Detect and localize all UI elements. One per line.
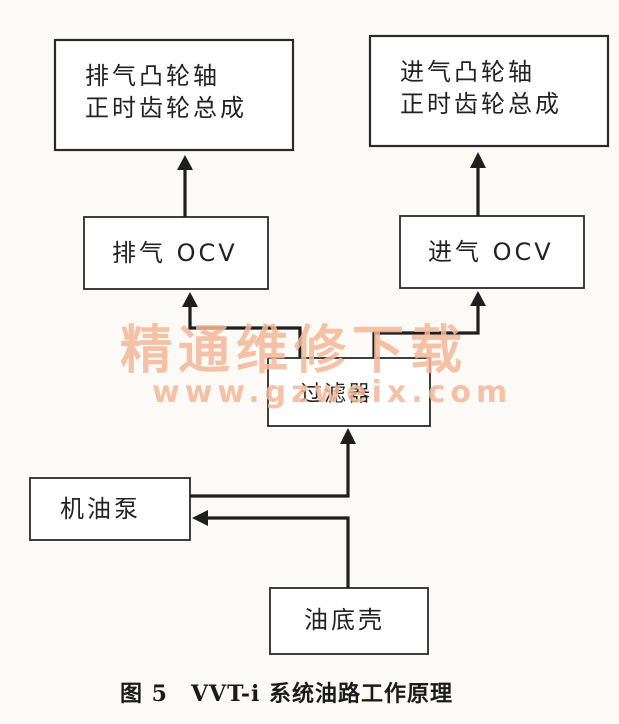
intake-ocv-node: 进气 OCV [399, 215, 585, 289]
oil-pan-node: 油底壳 [269, 587, 429, 655]
arrow-left-icon [192, 510, 208, 526]
figure-caption: 图 5 VVT-i 系统油路工作原理 [120, 681, 453, 707]
intake-cam-gear-line2: 正时齿轮总成 [400, 90, 562, 118]
intake-cam-gear-line1: 进气凸轮轴 [400, 58, 535, 86]
exhaust-cam-gear-line2: 正时齿轮总成 [85, 94, 247, 122]
arrow-up-icon [470, 152, 486, 168]
oil-pan-label: 油底壳 [304, 606, 385, 634]
exhaust-cam-gear-node: 排气凸轮轴 正时齿轮总成 [53, 38, 295, 152]
pipe-intake-ocv-to-gear [470, 152, 486, 216]
exhaust-ocv-label: 排气 OCV [112, 239, 238, 267]
intake-cam-gear-node: 进气凸轮轴 正时齿轮总成 [368, 34, 610, 148]
pipe-filter-to-intake-ocv [372, 291, 486, 358]
exhaust-cam-gear-line1: 排气凸轮轴 [85, 62, 220, 90]
arrow-up-icon [470, 291, 486, 306]
oil-pump-node: 机油泵 [29, 477, 191, 541]
arrow-up-icon [182, 292, 198, 307]
watermark-url: www.gzweix.com [152, 375, 512, 410]
filter-label: 过滤器 [300, 382, 372, 407]
intake-ocv-label: 进气 OCV [428, 238, 554, 266]
arrow-up-icon [177, 155, 193, 170]
pipe-pan-to-pump [192, 510, 350, 588]
exhaust-ocv-node: 排气 OCV [83, 216, 269, 290]
pipe-pump-to-filter [190, 428, 356, 498]
filter-node: 过滤器 [267, 357, 431, 427]
oil-pump-label: 机油泵 [60, 495, 141, 523]
arrow-up-icon [340, 428, 356, 444]
pipe-exhaust-ocv-to-gear [177, 155, 193, 217]
watermark-title: 精通维修下载 [120, 321, 468, 381]
watermark: 精通维修下载 www.gzweix.com [120, 321, 512, 410]
pipe-filter-to-exhaust-ocv [182, 292, 302, 358]
